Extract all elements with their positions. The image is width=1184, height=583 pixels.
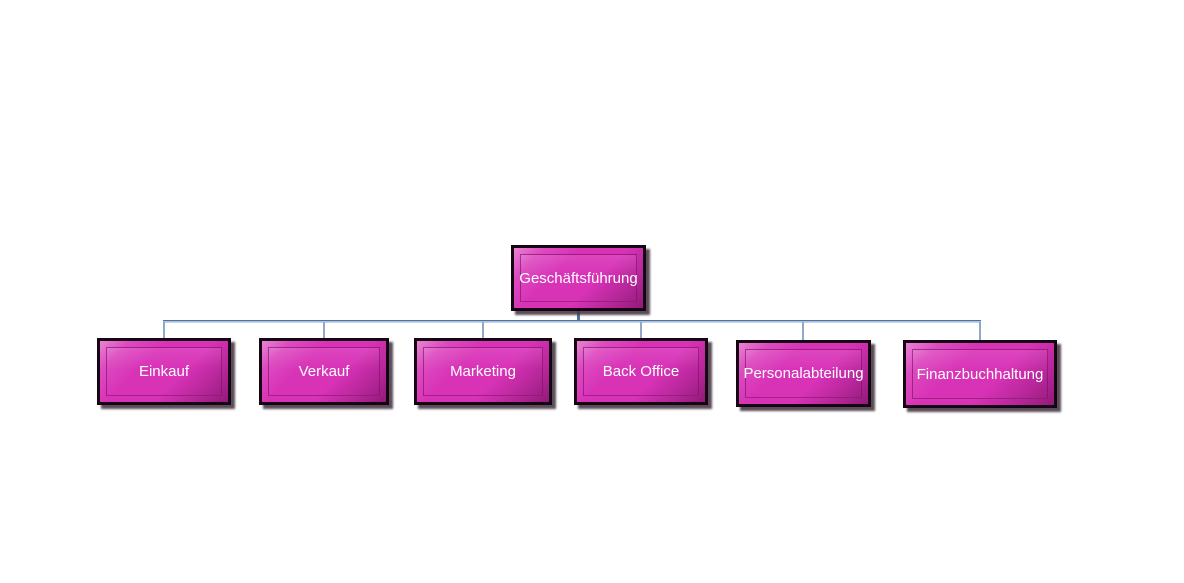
org-node-label: Marketing [450, 363, 516, 380]
connector-root-drop [577, 311, 580, 322]
org-node-back-office[interactable]: Back Office [574, 338, 708, 405]
connector-drop-back-office [640, 322, 642, 339]
org-node-marketing[interactable]: Marketing [414, 338, 552, 405]
connector-drop-marketing [482, 322, 484, 339]
org-node-label: Verkauf [298, 363, 350, 380]
connector-drop-verkauf [323, 322, 325, 339]
connector-drop-personalabteilung [802, 322, 804, 341]
org-node-personalabteilung[interactable]: Personalabteilung [736, 340, 871, 407]
connector-drop-einkauf [163, 322, 165, 339]
org-node-label: Einkauf [138, 363, 190, 380]
org-node-einkauf[interactable]: Einkauf [97, 338, 231, 405]
org-node-label: Back Office [602, 363, 680, 380]
org-node-label: Finanzbuchhaltung [916, 365, 1044, 383]
org-node-label: Personalabteilung [743, 365, 864, 382]
org-node-verkauf[interactable]: Verkauf [259, 338, 389, 405]
org-node-finanzbuchhaltung[interactable]: Finanzbuchhaltung [903, 340, 1057, 408]
connector-horizontal-bus [163, 320, 981, 323]
org-node-label: Geschäftsführung [519, 269, 638, 287]
org-node-geschaeftsfuehrung[interactable]: Geschäftsführung [511, 245, 646, 311]
connector-drop-finanzbuchhaltung [979, 322, 981, 341]
